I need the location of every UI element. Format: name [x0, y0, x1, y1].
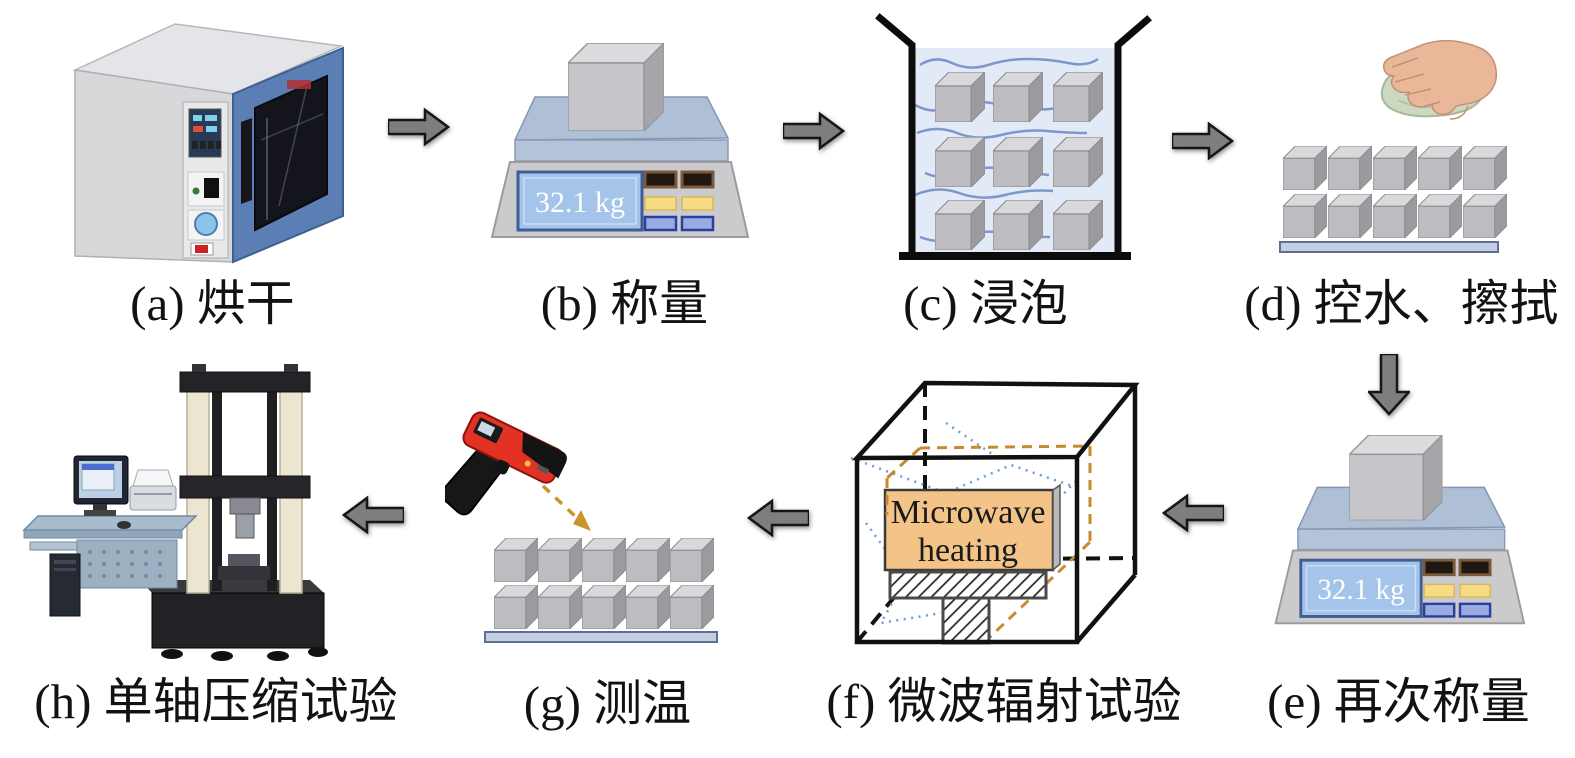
scale-display [1299, 558, 1423, 618]
scale-buttons [643, 170, 715, 232]
compression-tester-illustration [22, 358, 334, 663]
flow-arrow-b-to-c [783, 110, 845, 152]
tray [484, 631, 718, 643]
hatched-pedestal [941, 596, 991, 645]
tray [1279, 241, 1499, 253]
temperature-measurement-illustration [445, 398, 730, 648]
caption-b: (b) 称量 [540, 276, 709, 331]
flow-arrow-a-to-b [388, 106, 450, 148]
flow-arrow-f-to-g [747, 497, 809, 539]
scale-readout-text: 32.1 kg [1317, 574, 1404, 606]
oven-door-label [287, 80, 311, 89]
flow-arrow-e-to-f [1162, 492, 1224, 534]
flow-arrow-g-to-h [342, 494, 404, 536]
caption-d: (d) 控水、擦拭 [1244, 276, 1559, 331]
caption-g: (g) 测温 [523, 676, 692, 731]
microwave-text-line2: heating [918, 532, 1018, 569]
scale-display [516, 170, 644, 232]
microwave-text-line1: Microwave [891, 494, 1046, 531]
soaking-cubes [935, 72, 1103, 250]
caption-f: (f) 微波辐射试验 [826, 674, 1182, 729]
test-frame [140, 364, 328, 661]
weighing-scale-illustration: 32.1 kg [478, 38, 750, 250]
soaking-tank-illustration [865, 5, 1157, 267]
tank-walls [875, 13, 1152, 260]
computer-desk [22, 455, 198, 617]
caption-e: (e) 再次称量 [1267, 674, 1530, 729]
hand-wiping-illustration [1268, 18, 1575, 258]
scale-buttons [1422, 558, 1492, 618]
caption-c: (c) 浸泡 [903, 276, 1068, 331]
scale-readout-text: 32.1 kg [535, 186, 625, 219]
weighing-scale-2-illustration: 32.1 kg [1262, 430, 1526, 636]
oven-power-switch [195, 245, 208, 253]
monitor [73, 455, 129, 516]
microwave-heating-panel [883, 488, 1055, 572]
sample-cube [1349, 434, 1443, 521]
caption-a: (a) 烘干 [130, 276, 295, 331]
drying-oven-illustration [55, 10, 345, 268]
mouse [117, 521, 131, 529]
cavity-solid-edges [851, 380, 1140, 645]
printer [129, 469, 177, 511]
oven-door-handle [241, 118, 252, 204]
microwave-cavity-illustration: Microwave heating [846, 363, 1218, 655]
pc-tower [49, 553, 81, 617]
aim-dashed-arrow [541, 484, 591, 531]
microwave-rays-dotted [850, 421, 1079, 625]
flow-arrow-c-to-d [1172, 120, 1234, 162]
measured-cubes [494, 538, 714, 629]
drained-cubes [1283, 146, 1507, 238]
oven-knob [194, 212, 218, 236]
hatched-slab [888, 570, 1048, 600]
hand [1382, 39, 1498, 120]
sample-cube [568, 43, 664, 131]
caption-h: (h) 单轴压缩试验 [34, 674, 398, 729]
flow-arrow-d-to-e [1368, 354, 1410, 416]
ir-thermometer-gun [445, 411, 567, 516]
